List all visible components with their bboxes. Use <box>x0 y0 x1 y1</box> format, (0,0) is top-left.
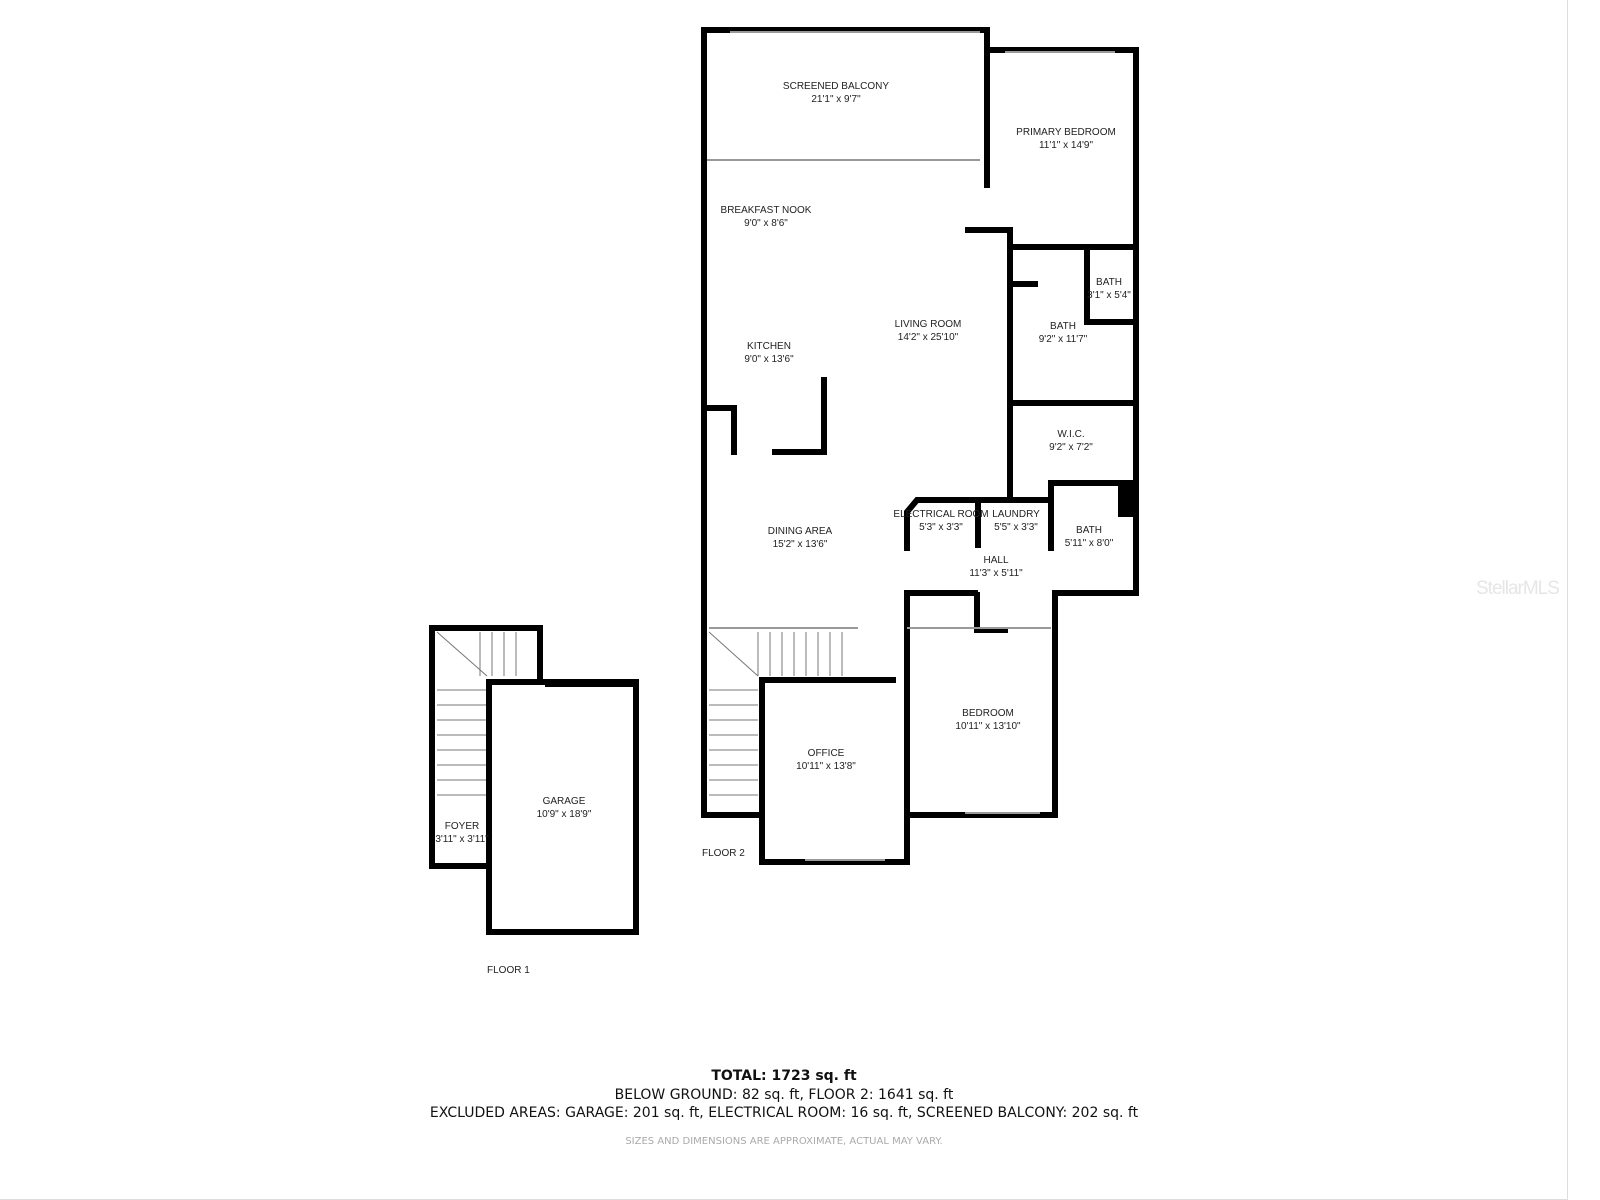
room-bath-small: BATH 3'1" x 5'4" <box>1087 276 1131 302</box>
room-name: W.I.C. <box>1057 429 1085 440</box>
floor-1-label: FLOOR 1 <box>487 965 530 976</box>
room-dims: 5'5" x 3'3" <box>994 522 1038 533</box>
room-breakfast-nook: BREAKFAST NOOK 9'0" x 8'6" <box>721 204 812 230</box>
excluded-areas: EXCLUDED AREAS: GARAGE: 201 sq. ft, ELEC… <box>429 1105 1139 1121</box>
room-garage: GARAGE 10'9" x 18'9" <box>537 795 592 821</box>
room-foyer: FOYER 3'11" x 3'11" <box>435 820 488 846</box>
room-name: OFFICE <box>807 748 845 759</box>
room-name: LAUNDRY <box>992 509 1040 520</box>
room-dims: 10'9" x 18'9" <box>536 809 592 820</box>
room-dims: 11'1" x 14'9" <box>1038 140 1094 151</box>
room-name: BREAKFAST NOOK <box>720 205 812 216</box>
room-name: ELECTRICAL ROOM <box>893 509 989 520</box>
room-dims: 5'3" x 3'3" <box>919 522 963 533</box>
room-name: PRIMARY BEDROOM <box>1016 127 1116 138</box>
room-dims: 10'11" x 13'8" <box>796 761 856 772</box>
room-laundry: LAUNDRY 5'5" x 3'3" <box>992 508 1040 534</box>
room-dims: 9'0" x 8'6" <box>744 218 788 229</box>
room-name: BEDROOM <box>962 708 1014 719</box>
floor-areas: BELOW GROUND: 82 sq. ft, FLOOR 2: 1641 s… <box>614 1087 954 1103</box>
room-name: GARAGE <box>542 796 586 807</box>
room-dims: 9'0" x 13'6" <box>744 354 794 365</box>
floor-2-label: FLOOR 2 <box>702 848 745 859</box>
room-wic: W.I.C. 9'2" x 7'2" <box>1049 428 1093 454</box>
column <box>1118 483 1134 517</box>
room-name: SCREENED BALCONY <box>782 81 890 92</box>
total-area: TOTAL: 1723 sq. ft <box>711 1068 857 1084</box>
room-dims: 5'11" x 8'0" <box>1064 538 1114 549</box>
room-name: HALL <box>983 555 1009 566</box>
disclaimer: SIZES AND DIMENSIONS ARE APPROXIMATE, AC… <box>625 1136 943 1147</box>
room-primary-bedroom: PRIMARY BEDROOM 11'1" x 14'9" <box>1016 126 1116 152</box>
room-name: FOYER <box>444 821 480 832</box>
room-name: LIVING ROOM <box>894 319 962 330</box>
room-name: BATH <box>1050 321 1076 332</box>
watermark-logo: StellarMLS <box>1476 578 1560 599</box>
room-dining-area: DINING AREA 15'2" x 13'6" <box>768 525 832 551</box>
floor-2-walls <box>701 27 1139 865</box>
room-name: KITCHEN <box>747 341 791 352</box>
room-dims: 9'2" x 11'7" <box>1038 334 1088 345</box>
room-electrical: ELECTRICAL ROOM 5'3" x 3'3" <box>893 508 988 534</box>
room-dims: 3'1" x 5'4" <box>1087 290 1131 301</box>
room-hall: HALL 11'3" x 5'11" <box>969 554 1022 580</box>
room-bath-hall: BATH 5'11" x 8'0" <box>1065 524 1114 550</box>
windows-and-thin-lines <box>508 31 1115 931</box>
room-dims: 14'2" x 25'10" <box>897 332 959 343</box>
room-living-room: LIVING ROOM 14'2" x 25'10" <box>895 318 962 344</box>
room-name: BATH <box>1096 277 1122 288</box>
room-dims: 15'2" x 13'6" <box>772 539 828 550</box>
room-office: OFFICE 10'11" x 13'8" <box>796 747 856 773</box>
room-dims: 9'2" x 7'2" <box>1049 442 1093 453</box>
room-kitchen: KITCHEN 9'0" x 13'6" <box>744 340 793 366</box>
room-dims: 11'3" x 5'11" <box>969 568 1023 579</box>
garage-header <box>545 679 637 687</box>
room-bath-primary: BATH 9'2" x 11'7" <box>1039 320 1088 346</box>
room-screened-balcony: SCREENED BALCONY 21'1" x 9'7" <box>783 80 889 106</box>
room-dims: 3'11" x 3'11" <box>435 834 489 845</box>
stairs <box>436 631 843 796</box>
room-name: DINING AREA <box>767 526 833 537</box>
room-bedroom: BEDROOM 10'11" x 13'10" <box>955 707 1020 733</box>
room-dims: 10'11" x 13'10" <box>955 721 1021 732</box>
room-name: BATH <box>1076 525 1102 536</box>
room-dims: 21'1" x 9'7" <box>811 94 861 105</box>
